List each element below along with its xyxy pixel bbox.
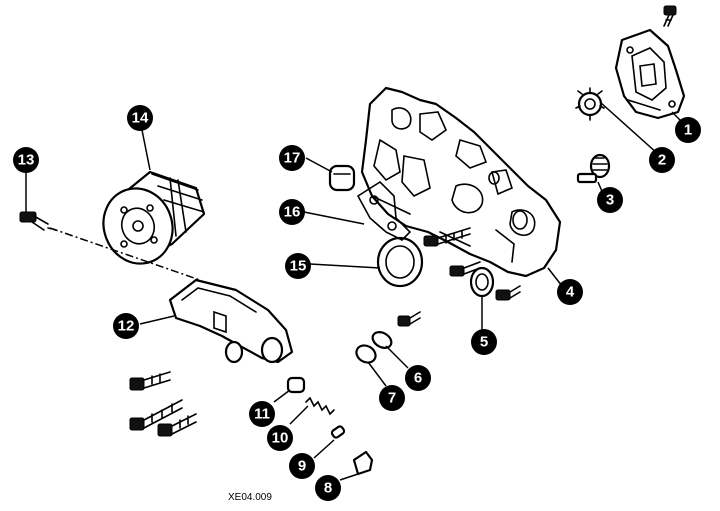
small-bolt-part: [397, 311, 421, 327]
o-ring-part: [371, 331, 393, 349]
svg-text:4: 4: [566, 284, 575, 301]
gasket-part: [356, 180, 412, 241]
svg-text:1: 1: [684, 122, 692, 139]
svg-text:13: 13: [18, 152, 35, 169]
callout-3: 3: [597, 187, 623, 213]
svg-text:9: 9: [298, 458, 306, 475]
pump-cover-part: [614, 28, 686, 120]
oil-pump-body-part: [360, 86, 562, 278]
callout-1: 1: [675, 117, 701, 143]
drive-gear-shaft-part: [576, 153, 611, 184]
relief-valve-cap-part: [286, 376, 306, 394]
figure-reference-code: XE04.009: [228, 492, 272, 503]
o-ring-part: [355, 344, 377, 364]
body-bolt-part: [495, 285, 521, 301]
bracket-bolt-part: [129, 371, 171, 391]
filter-bracket-part: [168, 278, 294, 364]
relief-plunger-part: [330, 425, 346, 439]
callout-11: 11: [249, 401, 275, 427]
pump-gear-part: [575, 87, 605, 121]
svg-text:10: 10: [272, 430, 289, 447]
pressure-switch-part: [19, 211, 57, 231]
svg-text:5: 5: [480, 334, 488, 351]
callout-2: 2: [649, 147, 675, 173]
callout-6: 6: [405, 365, 431, 391]
svg-text:11: 11: [254, 406, 270, 423]
assembly-axis-line: [49, 227, 201, 281]
svg-text:16: 16: [284, 204, 301, 221]
svg-text:14: 14: [132, 110, 149, 127]
callout-4: 4: [557, 279, 583, 305]
svg-text:3: 3: [606, 192, 614, 209]
svg-text:17: 17: [284, 150, 301, 167]
callout-17: 17: [279, 145, 305, 171]
svg-text:6: 6: [414, 370, 422, 387]
svg-text:7: 7: [388, 390, 396, 407]
cover-bolt-part: [663, 5, 677, 27]
callout-13: 13: [13, 147, 39, 173]
svg-text:2: 2: [658, 152, 666, 169]
seal-ring-part: [376, 236, 424, 288]
callout-8: 8: [315, 475, 341, 501]
callout-15: 15: [285, 253, 311, 279]
callout-5: 5: [471, 329, 497, 355]
relief-spring-part: [305, 396, 335, 416]
callout-10: 10: [267, 425, 293, 451]
callout-12: 12: [113, 313, 139, 339]
body-bolt-part: [423, 227, 471, 247]
oil-seal-part: [469, 266, 495, 298]
leader-lines: [25, 101, 685, 481]
callout-16: 16: [279, 199, 305, 225]
oil-filter-part: [102, 170, 206, 265]
callout-14: 14: [127, 105, 153, 131]
callout-7: 7: [379, 385, 405, 411]
svg-text:8: 8: [324, 480, 332, 497]
callout-9: 9: [289, 453, 315, 479]
plug-cap-part: [328, 164, 356, 192]
bracket-bolt-part: [157, 413, 197, 437]
svg-text:15: 15: [290, 258, 307, 275]
bracket-bolt-part: [129, 399, 183, 431]
svg-text:12: 12: [118, 318, 135, 335]
relief-plug-part: [352, 450, 374, 476]
